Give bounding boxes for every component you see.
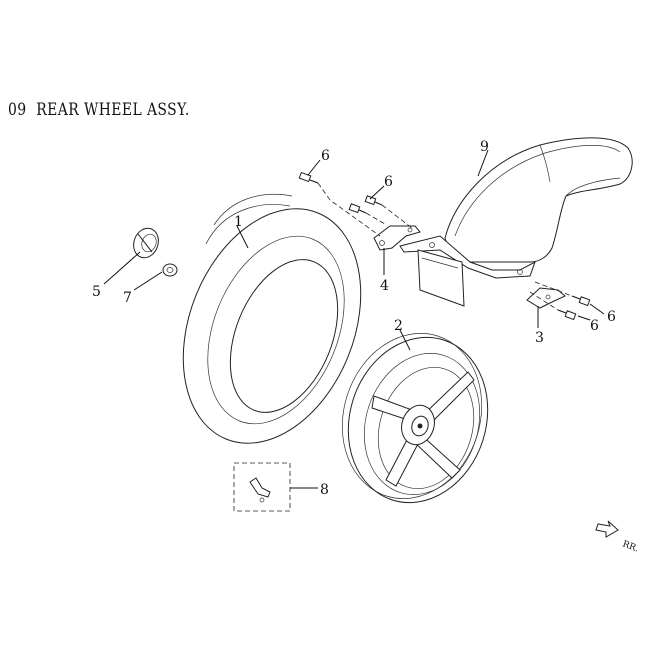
callout-6a: 6 [321,148,330,164]
bolt-5 [557,309,577,321]
axle-nut [162,263,178,277]
tire [182,193,362,444]
diagram-number: 09 [8,100,27,120]
callout-2: 2 [394,318,403,334]
callout-6b: 6 [384,174,393,190]
hub-cap [133,227,159,259]
callouts: 1 2 3 4 5 6 6 6 6 7 8 9 [92,139,616,498]
diagram-title: 09 REAR WHEEL ASSY. [8,100,190,120]
bolts [298,171,591,321]
assembly-lines [317,182,573,311]
arrow-icon [595,520,619,538]
direction-label: RR. [621,539,640,554]
fender-bracket-right [526,287,566,309]
callout-4: 4 [380,278,389,294]
callout-6c: 6 [590,318,599,334]
bolt-3 [364,195,383,206]
callout-8: 8 [320,482,329,498]
bolt-4 [571,295,591,307]
diagram-title-text: REAR WHEEL ASSY. [36,100,190,120]
callout-9: 9 [480,139,489,155]
fender-bracket-left [373,225,421,251]
tire-valve [233,462,291,512]
bolt-2 [348,203,367,214]
bolt-1 [298,171,319,184]
callout-5: 5 [92,284,101,300]
wheel-rim [341,333,489,504]
callout-6d: 6 [607,309,616,325]
callout-1: 1 [234,214,243,230]
callout-3: 3 [535,330,544,346]
rear-fender [399,137,633,307]
direction-mark: RR. [595,520,640,554]
leader-lines [103,149,605,489]
callout-7: 7 [123,290,132,306]
